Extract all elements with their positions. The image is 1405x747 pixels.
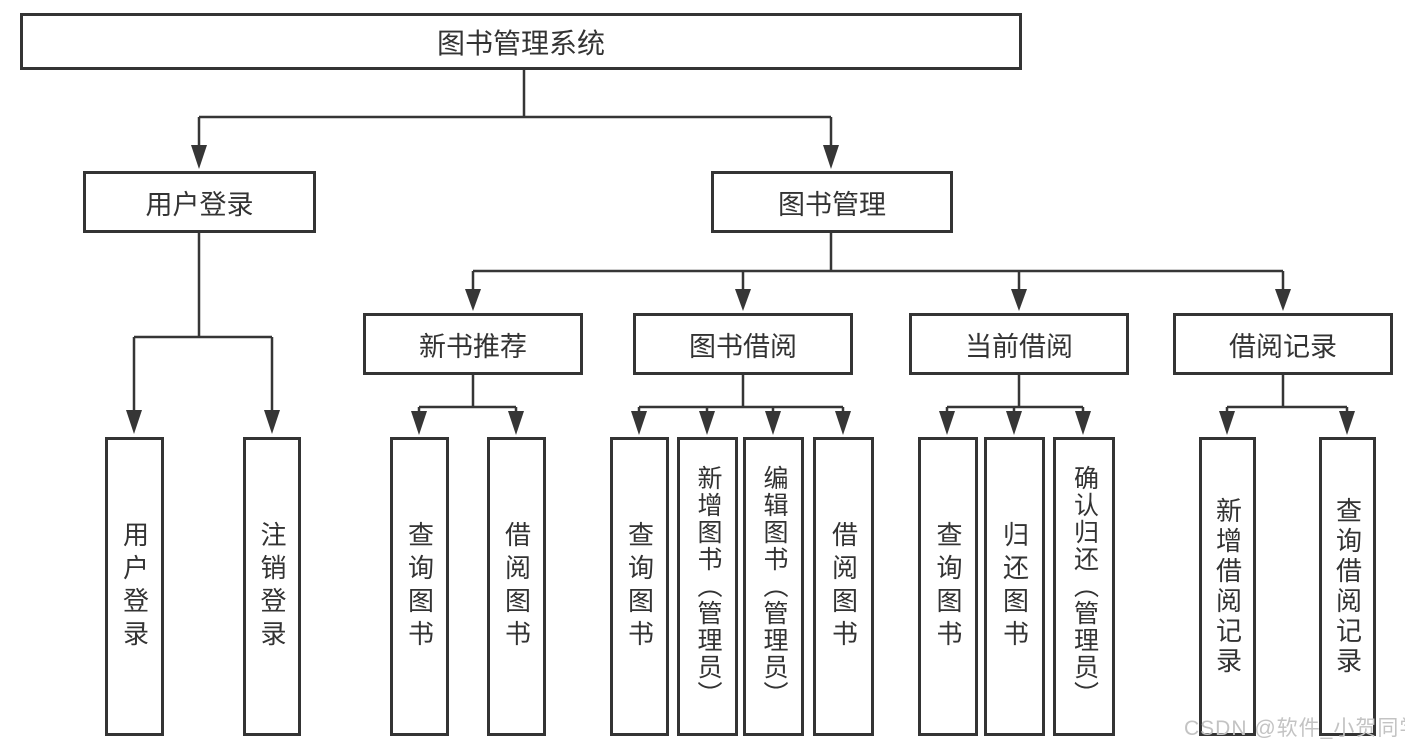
leaf-add-book-admin: 新增图书（管理员） bbox=[677, 437, 738, 736]
leaf-borrow-books-recommend: 借阅图书 bbox=[487, 437, 546, 736]
leaf-query-books-recommend: 查询图书 bbox=[390, 437, 449, 736]
node-book-borrow: 图书借阅 bbox=[633, 313, 853, 375]
csdn-watermark: CSDN @软件_小贺同学 bbox=[1184, 717, 1405, 740]
leaf-query-books-borrow: 查询图书 bbox=[610, 437, 669, 736]
node-borrow-records: 借阅记录 bbox=[1173, 313, 1393, 375]
leaf-borrow-books: 借阅图书 bbox=[813, 437, 874, 736]
leaf-query-borrow-record: 查询借阅记录 bbox=[1319, 437, 1376, 736]
leaf-edit-book-admin: 编辑图书（管理员） bbox=[743, 437, 804, 736]
node-user-login: 用户登录 bbox=[83, 171, 316, 233]
node-book-management: 图书管理 bbox=[711, 171, 953, 233]
node-new-book-recommend: 新书推荐 bbox=[363, 313, 583, 375]
leaf-logout-login: 注销登录 bbox=[243, 437, 301, 736]
leaf-return-book: 归还图书 bbox=[984, 437, 1045, 736]
node-current-borrow: 当前借阅 bbox=[909, 313, 1129, 375]
node-library-management-system: 图书管理系统 bbox=[20, 13, 1022, 70]
leaf-query-books-current: 查询图书 bbox=[918, 437, 978, 736]
leaf-add-borrow-record: 新增借阅记录 bbox=[1199, 437, 1256, 736]
leaf-user-login: 用户登录 bbox=[105, 437, 164, 736]
leaf-confirm-return-admin: 确认归还（管理员） bbox=[1053, 437, 1115, 736]
